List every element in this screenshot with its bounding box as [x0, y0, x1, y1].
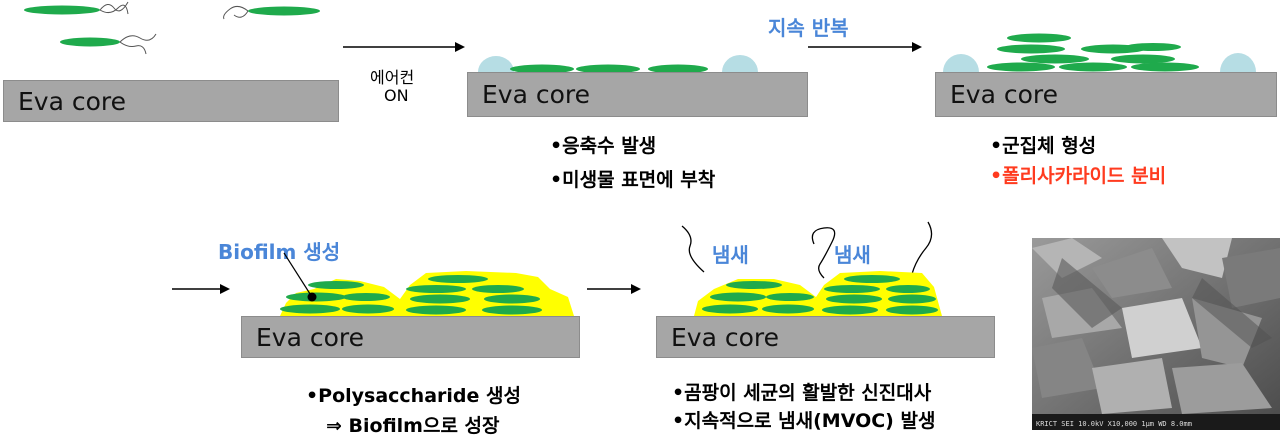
eva-core-5: Eva core — [656, 316, 995, 358]
biofilm-layer — [280, 252, 574, 316]
sem-caption: KRICT SEI 10.0kV X10,000 1μm WD 8.0mm — [1036, 420, 1192, 428]
stage4-bullet-2: ⇒ Biofilm으로 성장 — [326, 415, 500, 437]
biofilm-layer-mature — [694, 271, 942, 316]
eva-core-label: Eva core — [256, 322, 365, 352]
arrow1-label-line1: 에어컨 — [370, 68, 415, 87]
stage4-title: Biofilm 생성 — [218, 240, 341, 264]
eva-core-2: Eva core — [467, 72, 808, 117]
arrow-right-icon — [808, 42, 922, 52]
arrow-right-icon — [172, 284, 230, 294]
smell-label-1: 냄새 — [712, 243, 749, 267]
arrow1-label-line2: ON — [384, 86, 409, 105]
eva-core-label: Eva core — [671, 322, 780, 352]
smell-wave-icons — [681, 221, 933, 279]
eva-core-3: Eva core — [935, 72, 1277, 117]
stage4-bullet-1: •Polysaccharide 생성 — [306, 385, 521, 407]
bacteria-colony — [943, 33, 1256, 72]
arrow2-label: 지속 반복 — [768, 16, 849, 40]
free-bacteria — [24, 1, 320, 55]
eva-core-label: Eva core — [18, 86, 127, 116]
eva-core-label: Eva core — [950, 80, 1059, 109]
stage3-bullet-2: •폴리사카라이드 분비 — [990, 165, 1167, 187]
stage2-bullet-2: •미생물 표면에 부착 — [550, 169, 716, 191]
stage5-bullet-2: •지속적으로 냄새(MVOC) 발생 — [672, 410, 936, 432]
eva-core-label: Eva core — [482, 80, 591, 109]
eva-core-1: Eva core — [3, 80, 339, 122]
smell-label-2: 냄새 — [834, 243, 871, 267]
sem-micrograph: KRICT SEI 10.0kV X10,000 1μm WD 8.0mm — [1032, 238, 1280, 430]
stage5-bullet-1: •곰팡이 세균의 활발한 신진대사 — [672, 382, 932, 404]
stage3-bullet-1: •군집체 형성 — [990, 135, 1097, 157]
arrow-right-icon — [343, 42, 465, 52]
stage2-bullet-1: •응축수 발생 — [550, 135, 657, 157]
condensate-droplets — [478, 55, 758, 74]
arrow-right-icon — [587, 284, 641, 294]
eva-core-4: Eva core — [241, 316, 580, 358]
